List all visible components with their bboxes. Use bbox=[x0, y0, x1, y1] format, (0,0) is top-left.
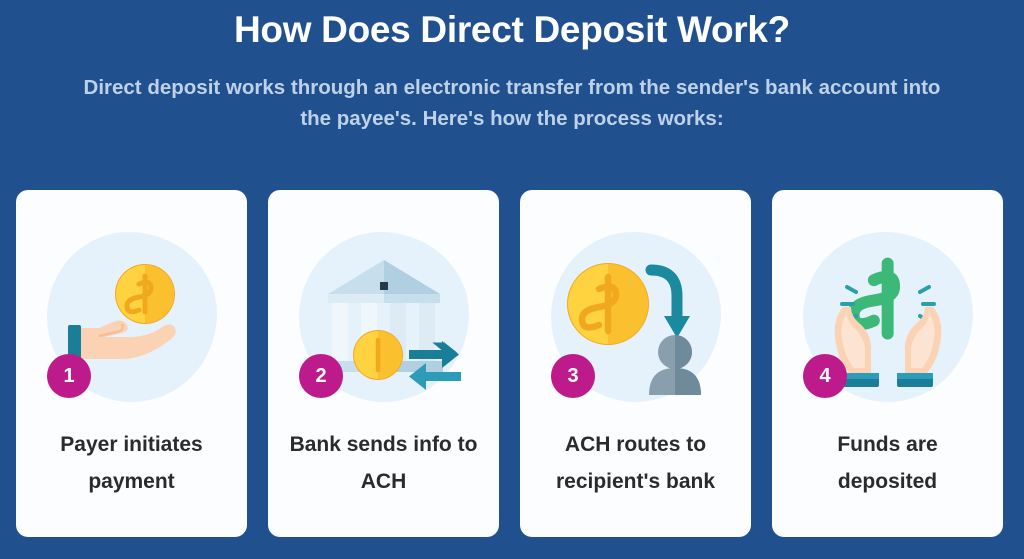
bank-transfer-icon bbox=[325, 260, 461, 390]
step-label-3: ACH routes to recipient's bank bbox=[555, 433, 716, 494]
step-label-2: Bank sends info to ACH bbox=[289, 433, 478, 494]
step-card-4[interactable]: 4 Funds are deposited bbox=[772, 190, 1003, 537]
step-badge-4: 4 bbox=[803, 354, 847, 398]
step-badge-1: 1 bbox=[47, 354, 91, 398]
step-card-3[interactable]: 3 ACH routes to recipient's bank bbox=[520, 190, 751, 537]
step-2-icon-area: 2 bbox=[268, 190, 499, 445]
hands-dollar-icon bbox=[834, 257, 942, 387]
step-3-icon-area: 3 bbox=[520, 190, 751, 445]
hand-with-coin-icon bbox=[68, 264, 176, 362]
page-title: How Does Direct Deposit Work? bbox=[234, 9, 790, 50]
header: How Does Direct Deposit Work? Direct dep… bbox=[0, 0, 1024, 135]
step-card-2[interactable]: 2 Bank sends info to ACH bbox=[268, 190, 499, 537]
step-badge-2: 2 bbox=[299, 354, 343, 398]
page-subtitle: Direct deposit works through an electron… bbox=[83, 75, 941, 131]
coin-arrow-person-icon bbox=[567, 263, 701, 395]
step-label-4: Funds are deposited bbox=[837, 433, 938, 494]
step-label-1: Payer initiates payment bbox=[60, 433, 203, 494]
step-badge-3: 3 bbox=[551, 354, 595, 398]
steps-container: 1 Payer initiates payment bbox=[16, 190, 1008, 537]
step-4-icon-area: 4 bbox=[772, 190, 1003, 445]
step-card-1[interactable]: 1 Payer initiates payment bbox=[16, 190, 247, 537]
step-1-icon-area: 1 bbox=[16, 190, 247, 445]
